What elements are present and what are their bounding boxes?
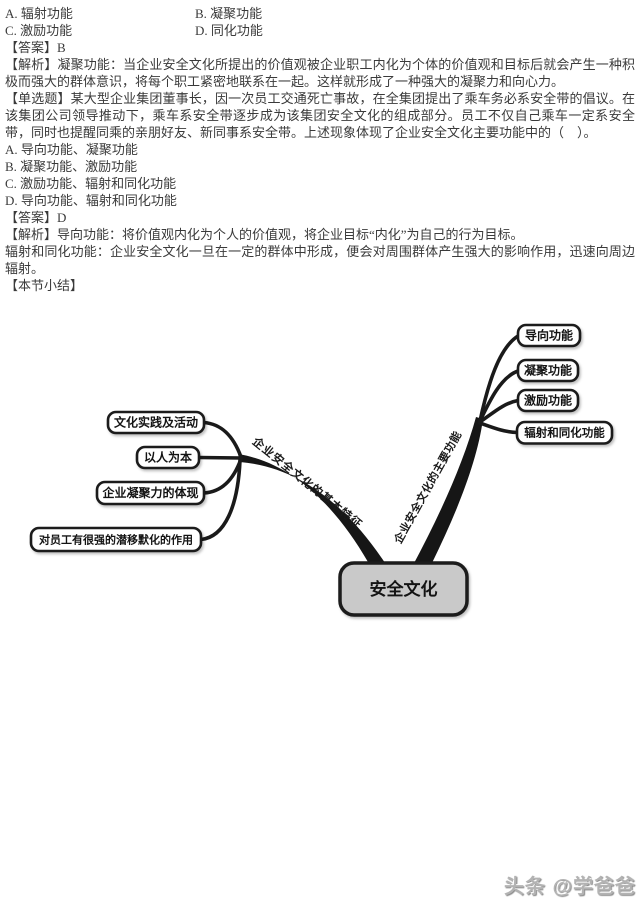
q1-option-b: B. 凝聚功能 [195, 6, 263, 21]
node-guidance-label: 导向功能 [525, 328, 573, 343]
document-body: A. 辐射功能 B. 凝聚功能 C. 激励功能 D. 同化功能 【答案】B 【解… [0, 0, 640, 294]
node-cohesion-label: 凝聚功能 [524, 363, 572, 378]
connector-subtle-influence [199, 458, 242, 542]
q2-option-d: D. 导向功能、辐射和同化功能 [5, 193, 177, 208]
q1-options-row-1: A. 辐射功能 B. 凝聚功能 [5, 5, 635, 22]
node-culture-practice [106, 410, 206, 435]
q2-option-a: A. 导向功能、凝聚功能 [5, 142, 138, 157]
connector-culture-practice [202, 420, 243, 459]
connector-guidance [478, 334, 520, 423]
q1-options-row-2: C. 激励功能 D. 同化功能 [5, 22, 635, 39]
node-cohesion-embodiment-label: 企业凝聚力的体现 [101, 485, 198, 500]
section-summary-heading: 【本节小结】 [5, 278, 84, 293]
node-motivation [516, 388, 580, 413]
node-radiation [515, 420, 614, 445]
q2-answer: 【答案】D [5, 210, 67, 225]
q2-stem: 【单选题】某大型企业集团董事长，因一次员工交通死亡事故，在全集团提出了乘车务必系… [5, 91, 635, 140]
watermark-toutiao: 头条 @学爸爸 [503, 876, 636, 898]
node-cohesion-embodiment [95, 480, 206, 506]
node-subtle-influence-label: 对员工有很强的潜移默化的作用 [39, 533, 193, 547]
q2-analysis-line2: 辐射和同化功能：企业安全文化一旦在一定的群体中形成，便会对周围群体产生强大的影响… [5, 244, 635, 276]
connector-cohesion [478, 369, 520, 423]
node-cohesion [516, 358, 580, 383]
left-main-branch [238, 454, 389, 569]
left-branch-label: 企业安全文化的基本特征 [249, 434, 365, 532]
connector-radiation [478, 421, 519, 435]
q1-option-a: A. 辐射功能 [5, 6, 73, 21]
connector-people-first [197, 455, 243, 460]
connector-motivation [478, 398, 520, 424]
q1-option-c: C. 激励功能 [5, 23, 73, 38]
node-people-first [135, 445, 201, 470]
q2-option-c: C. 激励功能、辐射和同化功能 [5, 176, 177, 191]
node-motivation-label: 激励功能 [524, 393, 572, 408]
node-people-first-label: 以人为本 [144, 450, 192, 465]
central-node-safety-culture [338, 561, 469, 617]
central-node-label: 安全文化 [370, 579, 438, 599]
node-culture-practice-label: 文化实践及活动 [114, 415, 198, 430]
q1-answer: 【答案】B [5, 40, 66, 55]
q2-option-b: B. 凝聚功能、激励功能 [5, 159, 138, 174]
node-guidance [516, 323, 582, 348]
node-radiation-label: 辐射和同化功能 [524, 426, 605, 440]
q1-option-d: D. 同化功能 [195, 23, 263, 38]
safety-culture-mindmap: 文化实践及活动 以人为本 企业凝聚力的体现 对员工有很强的潜移默化的作用 导向功… [0, 300, 640, 660]
right-main-branch [412, 417, 483, 567]
node-subtle-influence [29, 526, 203, 553]
q2-analysis-line1: 【解析】导向功能：将价值观内化为个人的价值观，将企业目标“内化”为自己的行为目标… [5, 227, 524, 242]
q1-analysis: 【解析】凝聚功能：当企业安全文化所提出的价值观被企业职工内化为个体的价值观和目标… [5, 57, 635, 89]
